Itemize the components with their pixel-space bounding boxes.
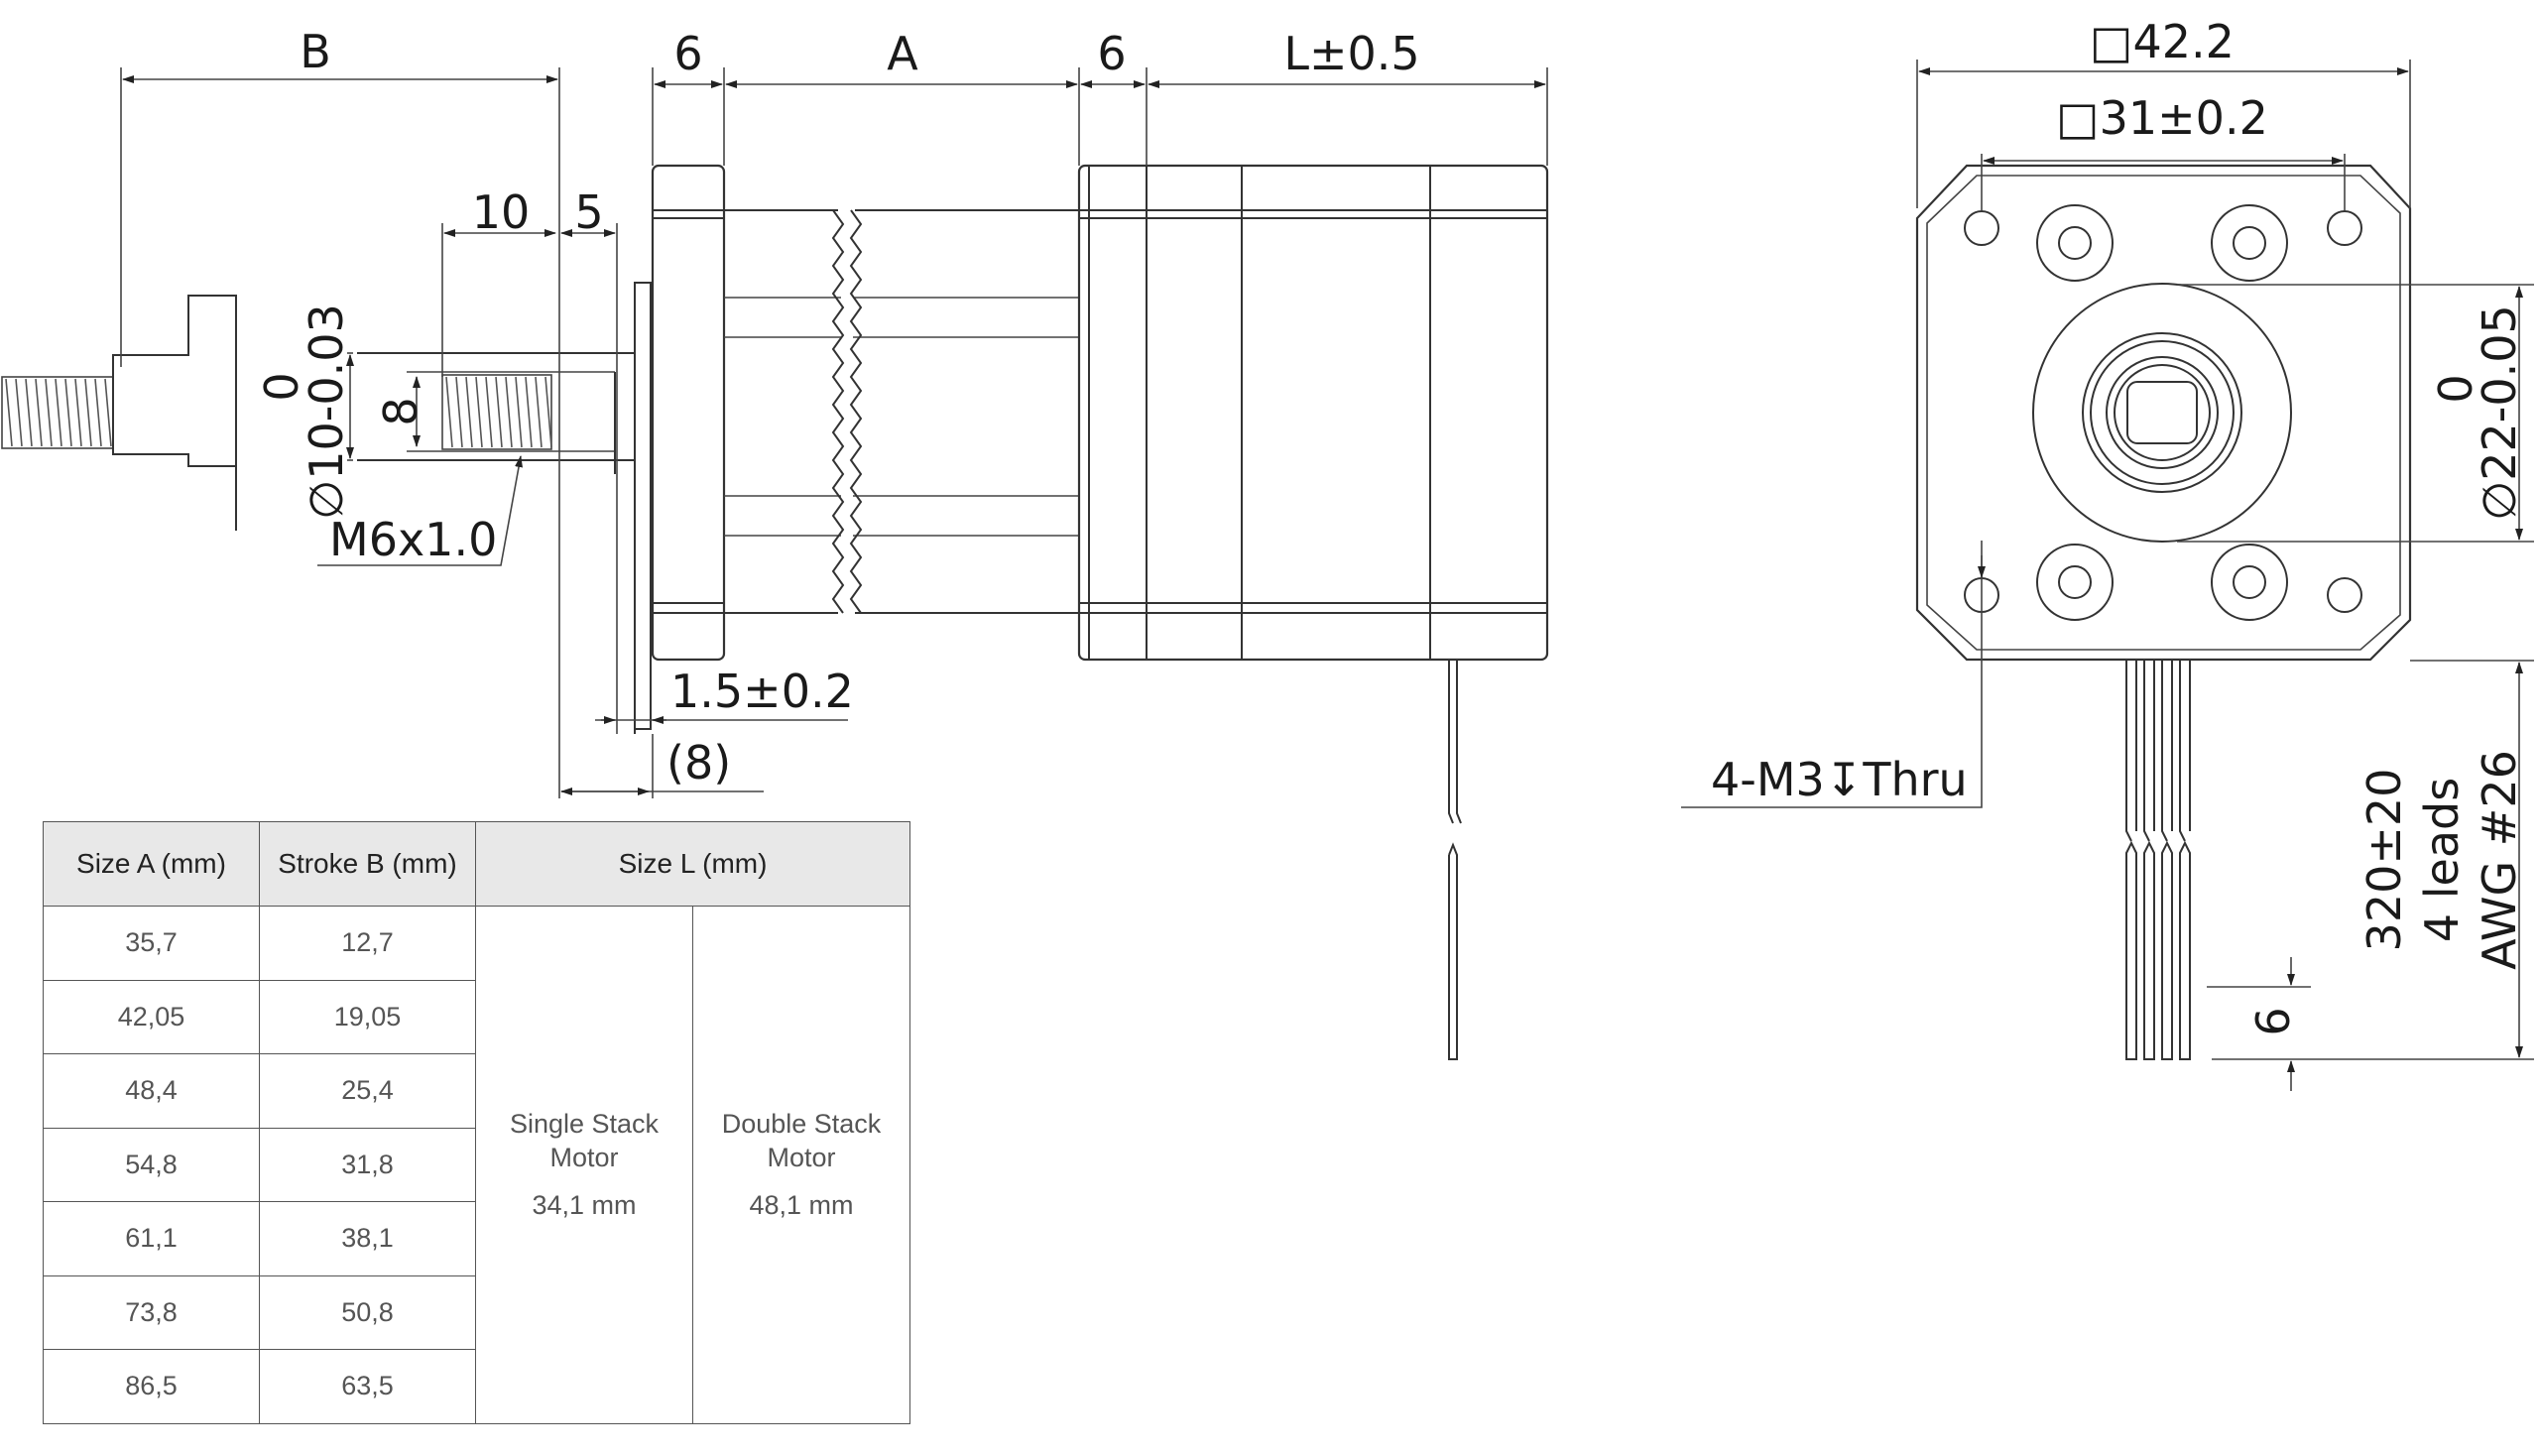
screw-br: [2211, 544, 2288, 621]
cell-stroke-b: 63,5: [259, 1349, 476, 1424]
single-stack-cell: Single Stack Motor 34,1 mm: [475, 906, 693, 1424]
double-stack-label-2: Motor: [767, 1143, 836, 1173]
dim-5-label: 5: [574, 185, 603, 239]
table-row: 73,8 50,8: [43, 1274, 910, 1350]
motor-body-break: [724, 209, 1079, 614]
pilot-tol-upper: 0: [2429, 374, 2482, 403]
dim-6-left-label: 6: [673, 27, 702, 80]
extended-lead-screw: [1, 295, 237, 531]
dim-10-label: 10: [472, 185, 531, 239]
dim-l-label: L±0.5: [1283, 27, 1419, 80]
cell-size-a: 73,8: [43, 1274, 260, 1350]
table-row: 42,05 19,05: [43, 979, 910, 1054]
motor: [1077, 164, 1549, 662]
retracted-shaft: [357, 282, 652, 734]
double-stack-label-1: Double Stack: [721, 1109, 882, 1140]
lead-wire: [2125, 660, 2137, 1060]
side-view: B 6 A 6 L±0.5 10 5 0 ∅10-0.03 8 M6x1.0 1…: [1, 25, 1549, 1060]
front-dimension-lines: [1681, 60, 2534, 1091]
single-stack-label-2: Motor: [549, 1143, 619, 1173]
lead-wire: [2143, 660, 2155, 1060]
lead-wire: [2161, 660, 2173, 1060]
hole-square-label: □31±0.2: [2056, 91, 2268, 145]
cell-size-a: 61,1: [43, 1201, 260, 1276]
header-size-l: Size L (mm): [474, 821, 911, 907]
double-stack-cell: Double Stack Motor 48,1 mm: [691, 906, 911, 1424]
front-leads: [2125, 660, 2191, 1060]
mount-hole-tr: [2327, 210, 2362, 246]
dim-6-right-label: 6: [1097, 27, 1126, 80]
header-stroke-b: Stroke B (mm): [259, 821, 476, 907]
screw-tl: [2036, 204, 2114, 282]
cell-size-a: 54,8: [43, 1127, 260, 1202]
cell-size-a: 35,7: [43, 906, 260, 981]
mount-holes-label: 4-M3↧Thru: [1711, 753, 1968, 806]
dim-b-label: B: [300, 25, 331, 78]
mount-hole-br: [2327, 577, 2362, 613]
thread-dia-label: 8: [374, 397, 427, 425]
table-row: 35,7 12,7 Single Stack Motor 34,1 mm Dou…: [43, 906, 911, 1424]
cell-stroke-b: 12,7: [259, 906, 476, 981]
depth-symbol: ↧: [1825, 753, 1864, 806]
screw-bl: [2036, 544, 2114, 621]
mount-hole-tl: [1964, 210, 1999, 246]
dim-a-label: A: [887, 27, 918, 80]
mount-holes-suffix: Thru: [1862, 753, 1967, 806]
cell-size-a: 48,4: [43, 1053, 260, 1129]
shaft-dia-tol-upper: 0: [255, 372, 308, 401]
cell-size-a: 42,05: [43, 979, 260, 1054]
offset-label: (8): [666, 736, 731, 789]
front-flange: [651, 164, 726, 662]
cell-stroke-b: 31,8: [259, 1127, 476, 1202]
strip-length-label: 6: [2246, 1007, 2300, 1035]
table-row: 61,1 38,1: [43, 1201, 910, 1276]
lead-count-label: 4 leads: [2415, 778, 2469, 942]
side-dimension-lines: [120, 67, 1548, 798]
cell-size-a: 86,5: [43, 1349, 260, 1424]
shaft-dia-label: ∅10-0.03: [300, 303, 353, 520]
outer-square-label: □42.2: [2090, 15, 2235, 68]
screw-tr: [2211, 204, 2288, 282]
flange-thickness-label: 1.5±0.2: [670, 665, 854, 718]
pilot-dia-label: ∅22-0.05: [2473, 304, 2526, 521]
lead-length-label: 320±20: [2358, 769, 2411, 952]
cell-stroke-b: 25,4: [259, 1053, 476, 1129]
table-row: 54,8 31,8: [43, 1127, 910, 1202]
table-header-row: Size A (mm) Stroke B (mm) Size L (mm): [43, 821, 911, 907]
cell-stroke-b: 38,1: [259, 1201, 476, 1276]
front-view: □42.2 □31±0.2 0 ∅22-0.05 4-M3↧Thru 320±2…: [1681, 15, 2534, 1091]
spec-table: Size A (mm) Stroke B (mm) Size L (mm) 35…: [43, 821, 911, 1424]
cell-stroke-b: 50,8: [259, 1274, 476, 1350]
pilot-boss: [2032, 283, 2292, 543]
thread-label: M6x1.0: [329, 513, 497, 566]
cell-stroke-b: 19,05: [259, 979, 476, 1054]
single-stack-label-1: Single Stack: [509, 1109, 660, 1140]
table-row: 86,5 63,5: [43, 1349, 910, 1424]
side-cable: [1448, 660, 1462, 1060]
double-stack-value: 48,1 mm: [749, 1190, 854, 1221]
header-size-a: Size A (mm): [43, 821, 260, 907]
table-row: 48,4 25,4: [43, 1053, 910, 1129]
lead-wire: [2179, 660, 2191, 1060]
mount-holes-spec: 4-M3: [1711, 753, 1825, 806]
lead-gauge-label: AWG #26: [2473, 750, 2526, 970]
front-outline: [1915, 164, 2412, 662]
single-stack-value: 34,1 mm: [532, 1190, 637, 1221]
